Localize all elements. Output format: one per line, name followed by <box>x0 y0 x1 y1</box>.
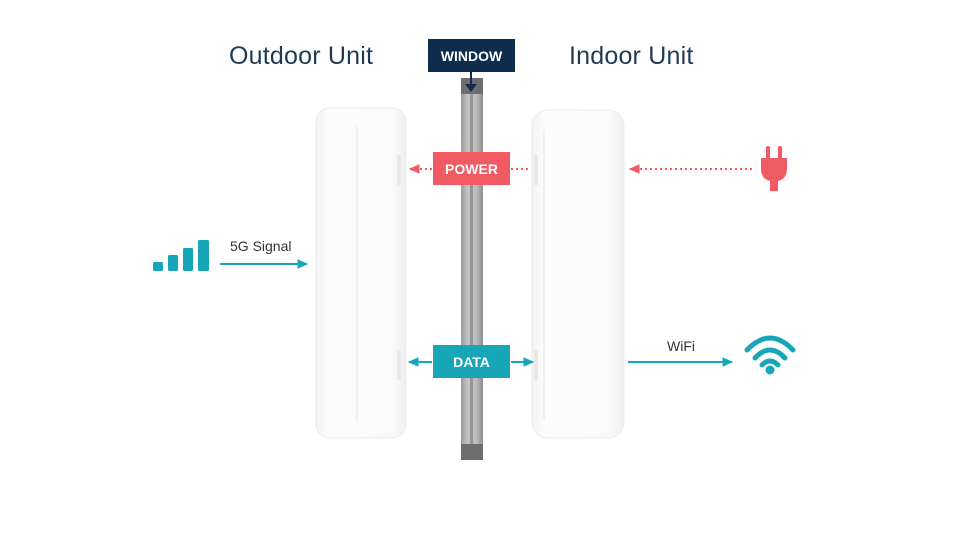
wifi-icon-dot <box>765 365 775 375</box>
data-tag: DATA <box>433 345 510 378</box>
outdoor-unit-title: Outdoor Unit <box>229 42 374 70</box>
wifi-label: WiFi <box>667 338 695 354</box>
window-pane <box>461 78 483 460</box>
indoor-unit-title: Indoor Unit <box>569 42 694 70</box>
window-pointer-head <box>465 84 477 92</box>
window-label: WINDOW <box>428 39 515 72</box>
wifi-icon <box>744 335 796 368</box>
signal-label: 5G Signal <box>230 238 292 254</box>
power-tag: POWER <box>433 152 510 185</box>
outdoor-unit <box>315 107 407 439</box>
power-plug-icon <box>761 146 787 191</box>
indoor-unit <box>531 109 625 439</box>
signal-bars-icon <box>153 240 209 271</box>
